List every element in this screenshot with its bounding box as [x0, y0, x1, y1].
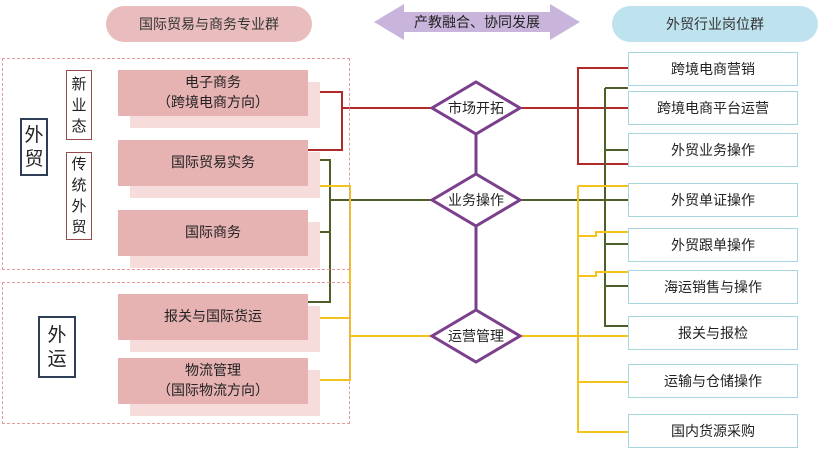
diamond-ops: [429, 172, 523, 228]
hub-mgmt-label: 运营管理: [448, 329, 504, 345]
center-arrow-label: 产教融合、协同发展: [414, 15, 540, 31]
major-line2: （国际物流方向）: [157, 383, 269, 399]
major-line1: 报关与国际货运: [164, 309, 262, 325]
new-business-label: 新 业 态: [66, 70, 92, 140]
waiyun-group: [2, 282, 350, 424]
major-international-business: 国际商务: [118, 210, 308, 256]
mgmt-lines: [308, 185, 628, 433]
double-arrow: [374, 4, 580, 40]
waimao-tag: 外 贸: [20, 118, 48, 176]
diamond-mgmt: [429, 308, 523, 364]
major-line1: 国际贸易实务: [171, 155, 255, 171]
major-line1: 国际商务: [185, 225, 241, 241]
hub-market-label: 市场开拓: [448, 101, 504, 117]
job-item: 跨境电商营销: [628, 52, 798, 86]
job-item: 外贸跟单操作: [628, 228, 798, 262]
major-line2: （跨境电商方向）: [157, 95, 269, 111]
major-line1: 物流管理: [185, 363, 241, 379]
job-item: 报关与报检: [628, 316, 798, 350]
diamond-market: [429, 80, 523, 136]
job-item: 海运销售与操作: [628, 270, 798, 304]
right-group-header: 外贸行业岗位群: [612, 6, 818, 42]
left-group-header: 国际贸易与商务专业群: [106, 6, 312, 42]
job-item: 国内货源采购: [628, 414, 798, 448]
job-item: 运输与仓储操作: [628, 364, 798, 398]
major-logistics: 物流管理 （国际物流方向）: [118, 358, 308, 404]
market-lines: [308, 67, 628, 165]
job-item: 外贸单证操作: [628, 183, 798, 217]
job-item: 跨境电商平台运营: [628, 91, 798, 125]
hub-ops-label: 业务操作: [448, 193, 504, 209]
major-customs-freight: 报关与国际货运: [118, 294, 308, 340]
major-line1: 电子商务: [185, 75, 241, 91]
traditional-trade-label: 传 统 外 贸: [66, 152, 92, 240]
job-item: 外贸业务操作: [628, 133, 798, 167]
waimao-group: [2, 58, 350, 270]
major-international-trade: 国际贸易实务: [118, 140, 308, 186]
major-ecommerce: 电子商务 （跨境电商方向）: [118, 70, 308, 116]
waiyun-tag: 外 运: [38, 316, 76, 378]
